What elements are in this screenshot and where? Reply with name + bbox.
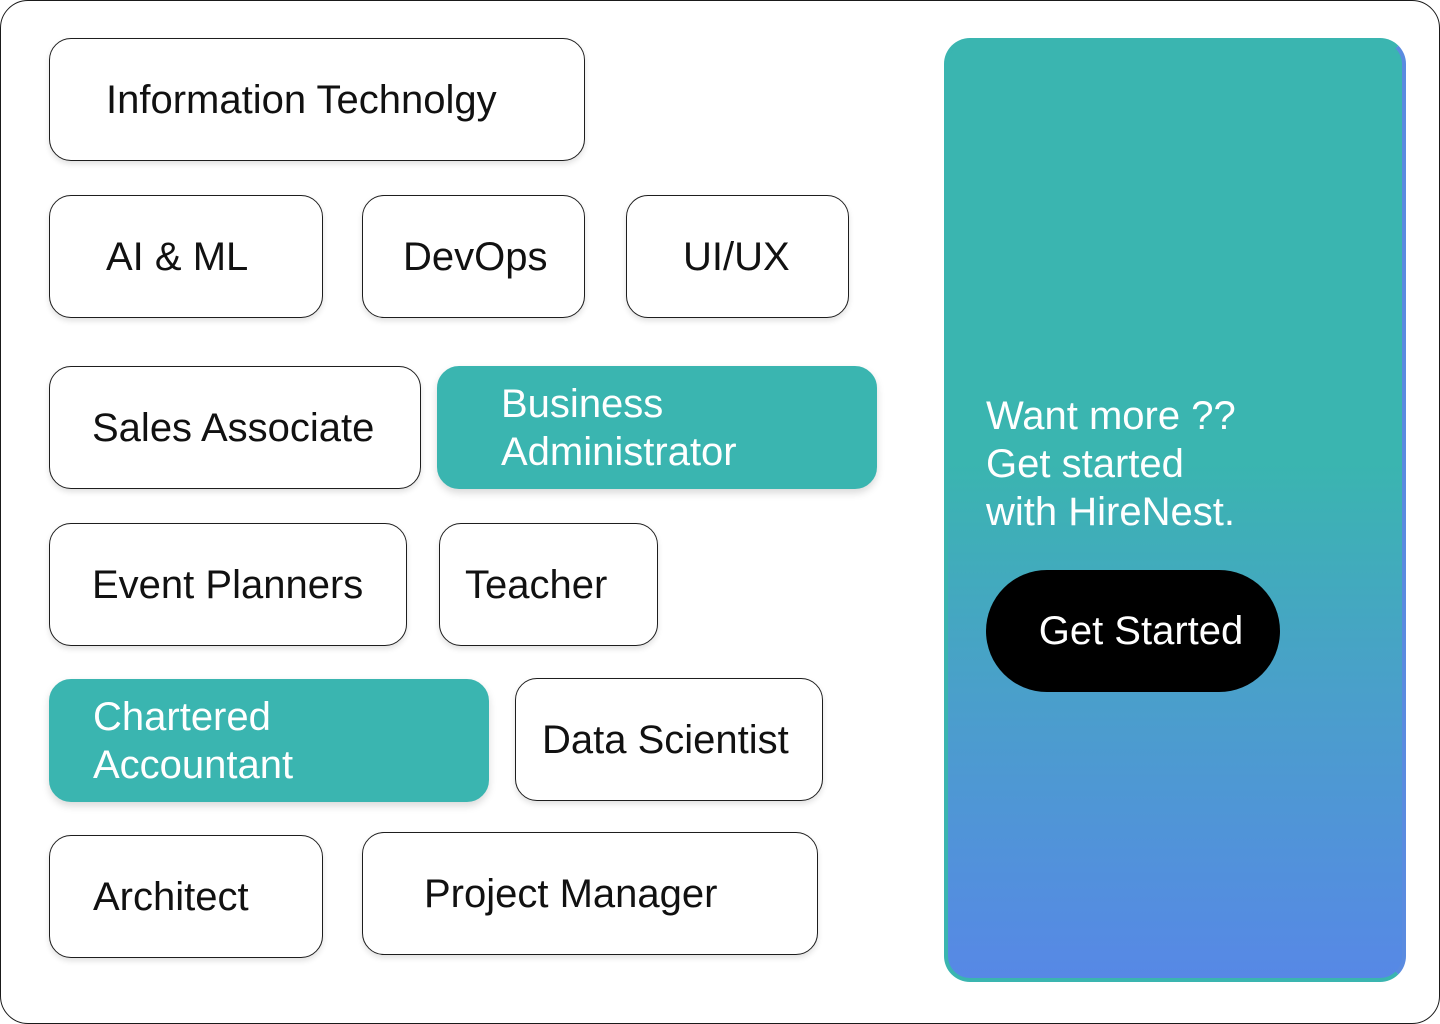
chip-label: Chartered Accountant (93, 694, 294, 787)
category-chip-project-manager[interactable]: Project Manager (362, 832, 818, 955)
cta-message: Want more ?? Get started with HireNest. (986, 394, 1236, 534)
chip-label: Event Planners (92, 562, 364, 607)
category-chip-data-scientist[interactable]: Data Scientist (515, 678, 823, 801)
get-started-button[interactable]: Get Started (986, 570, 1280, 692)
category-chip-uiux[interactable]: UI/UX (626, 195, 849, 318)
chip-label: Data Scientist (542, 717, 789, 762)
get-started-label: Get Started (1038, 608, 1244, 653)
chip-label: Information Technolgy (106, 77, 497, 122)
chip-label: Project Manager (424, 871, 718, 916)
chip-label: Architect (93, 874, 249, 919)
category-chip-architect[interactable]: Architect (49, 835, 323, 958)
category-chip-teacher[interactable]: Teacher (439, 523, 658, 646)
chip-label: Business Administrator (501, 381, 737, 474)
category-chip-business-administrator[interactable]: Business Administrator (437, 366, 877, 489)
category-chip-chartered-accountant[interactable]: Chartered Accountant (49, 679, 489, 802)
chip-label: DevOps (403, 234, 548, 279)
chip-label: UI/UX (683, 234, 790, 279)
chip-label: Sales Associate (92, 405, 375, 450)
chip-label: AI & ML (106, 234, 249, 279)
chip-label: Teacher (465, 562, 608, 607)
category-chip-event-planners[interactable]: Event Planners (49, 523, 407, 646)
category-chip-information-technology[interactable]: Information Technolgy (49, 38, 585, 161)
category-chip-devops[interactable]: DevOps (362, 195, 585, 318)
category-chip-sales-associate[interactable]: Sales Associate (49, 366, 421, 489)
cta-panel: Want more ?? Get started with HireNest. … (944, 38, 1406, 982)
category-chip-ai-ml[interactable]: AI & ML (49, 195, 323, 318)
